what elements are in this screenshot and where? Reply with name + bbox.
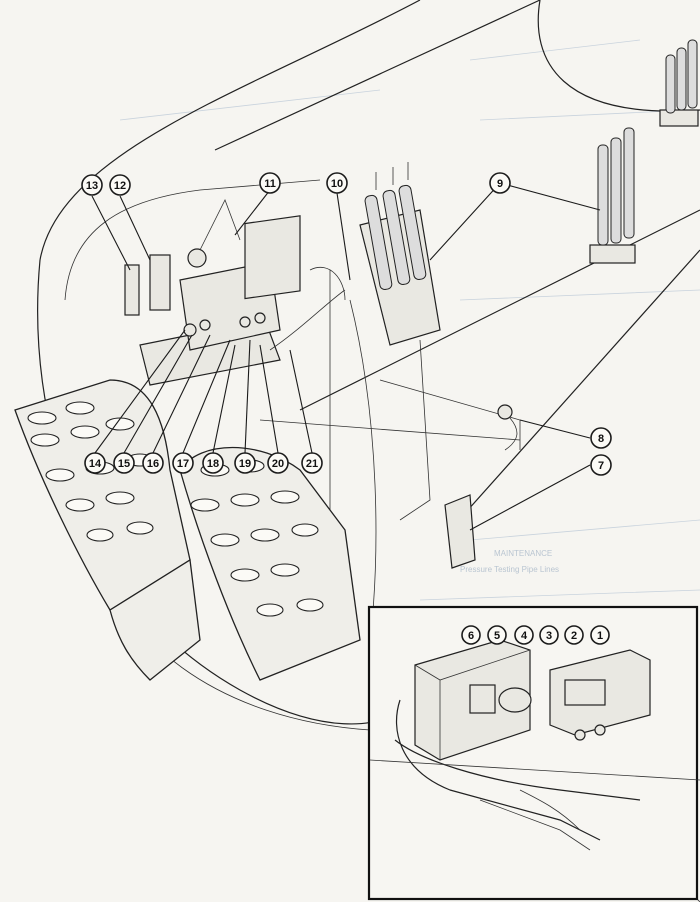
callout-18: 18 [202, 452, 224, 474]
callout-20: 20 [267, 452, 289, 474]
callout-number: 10 [331, 178, 343, 190]
callout-number: 2 [571, 630, 577, 642]
callout-number: 1 [597, 630, 603, 642]
mask-connector [497, 404, 518, 451]
callout-5: 5 [487, 625, 507, 645]
callout-number: 9 [497, 178, 503, 190]
callout-12: 12 [109, 174, 131, 196]
callout-6: 6 [461, 625, 481, 645]
callout-16: 16 [142, 452, 164, 474]
leader-lines [91, 182, 601, 531]
oxygen-regulator-panel [124, 199, 346, 386]
callout-number: 6 [468, 630, 474, 642]
callout-number: 7 [598, 460, 604, 472]
callout-number: 12 [114, 180, 126, 192]
left-seat [14, 379, 201, 681]
callout-7: 7 [590, 454, 612, 476]
callout-number: 14 [89, 458, 102, 470]
callout-number: 20 [272, 458, 284, 470]
callout-14: 14 [84, 452, 106, 474]
callout-15: 15 [113, 452, 135, 474]
callout-number: 17 [177, 458, 189, 470]
background-heading: MAINTENANCE [494, 549, 552, 558]
callout-3: 3 [539, 625, 559, 645]
callout-number: 16 [147, 458, 159, 470]
callout-number: 18 [207, 458, 219, 470]
callout-13: 13 [81, 174, 103, 196]
right-seat [179, 446, 361, 681]
callout-number: 13 [86, 180, 98, 192]
callout-21: 21 [301, 452, 323, 474]
callout-2: 2 [564, 625, 584, 645]
oxygen-cylinder-detail [589, 39, 699, 264]
callout-10: 10 [326, 172, 348, 194]
callout-number: 5 [494, 630, 500, 642]
callout-number: 11 [264, 178, 276, 190]
callout-number: 4 [521, 630, 528, 642]
callout-number: 15 [118, 458, 130, 470]
callout-number: 3 [546, 630, 552, 642]
callout-11: 11 [259, 172, 281, 194]
callout-8: 8 [590, 427, 612, 449]
callout-19: 19 [234, 452, 256, 474]
bleed-through-background: MAINTENANCE Pressure Testing Pipe Lines [119, 39, 700, 601]
portable-bottle [444, 494, 476, 569]
callout-number: 21 [306, 458, 318, 470]
callout-number: 8 [598, 433, 604, 445]
background-line: Pressure Testing Pipe Lines [460, 565, 559, 574]
callout-9: 9 [489, 172, 511, 194]
callout-number: 19 [239, 458, 251, 470]
oxygen-cylinder-rack [359, 162, 441, 346]
callout-1: 1 [590, 625, 610, 645]
callout-17: 17 [172, 452, 194, 474]
callout-4: 4 [514, 625, 534, 645]
inset-detail [367, 605, 700, 901]
